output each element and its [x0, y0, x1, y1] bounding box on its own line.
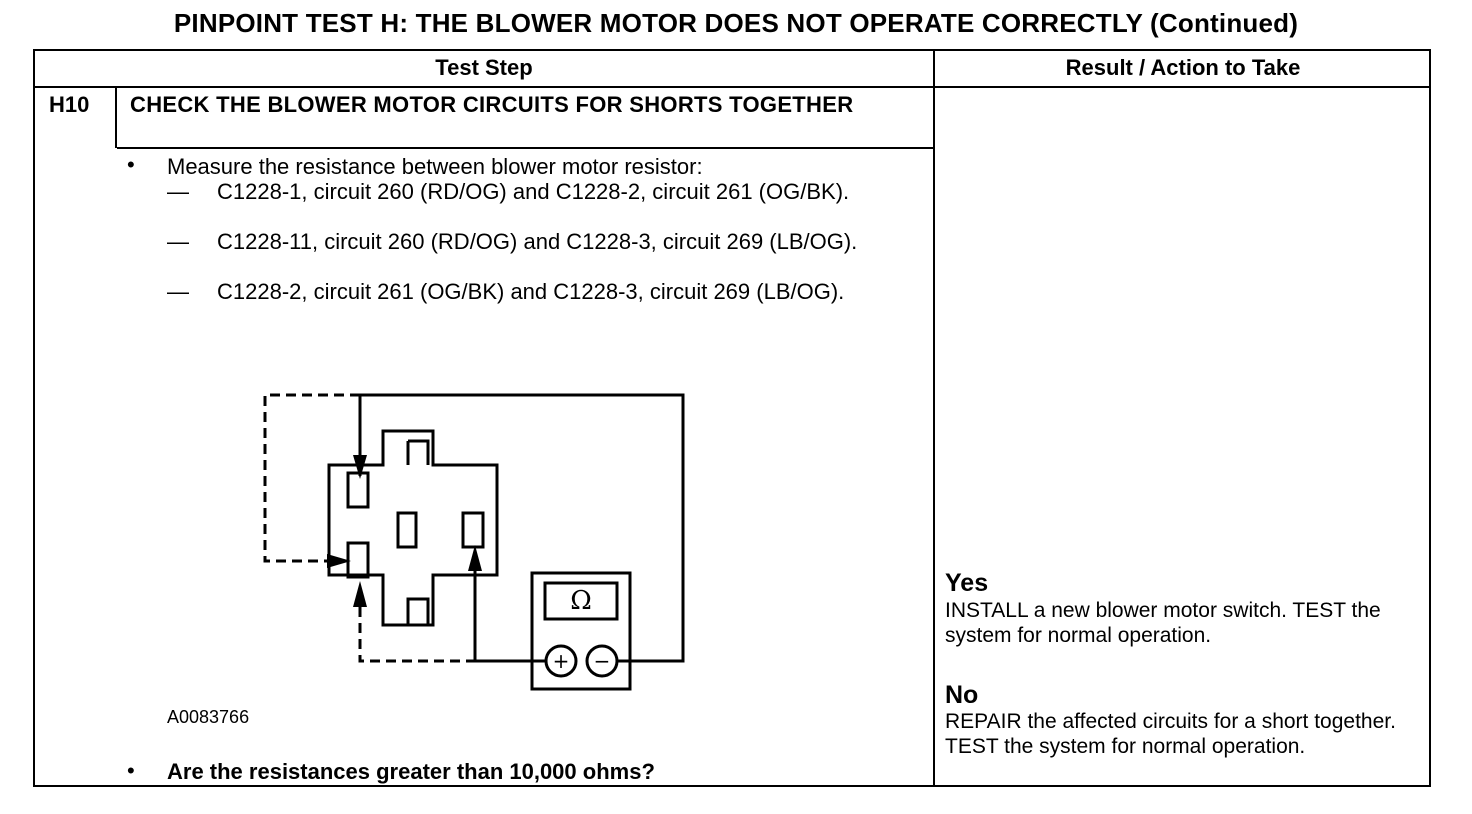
header-divider	[35, 86, 1431, 88]
result-no-label: No	[945, 681, 979, 709]
probe-arrow-icon	[327, 554, 351, 568]
connector-terminal	[396, 511, 418, 549]
ohmmeter-body	[530, 571, 632, 691]
connector-terminal	[461, 511, 485, 549]
measurement-item: C1228-2, circuit 261 (OG/BK) and C1228-3…	[217, 279, 845, 304]
dash-icon: —	[167, 279, 189, 304]
measurement-item: C1228-1, circuit 260 (RD/OG) and C1228-2…	[217, 179, 850, 204]
probe-arrow-icon	[468, 545, 482, 571]
step-title-divider	[117, 147, 933, 149]
result-yes-label: Yes	[945, 569, 989, 597]
column-header-result: Result / Action to Take	[1065, 55, 1301, 80]
pinpoint-test-table: Test Step Result / Action to Take H10 CH…	[33, 49, 1431, 787]
probe-lead-solid	[473, 551, 546, 663]
step-id-cell: H10	[35, 88, 117, 148]
probe-lead-solid	[358, 393, 685, 663]
measurement-item: C1228-11, circuit 260 (RD/OG) and C1228-…	[217, 229, 858, 254]
probe-arrow-icon	[353, 581, 367, 607]
ohmmeter-connection-diagram: Ω + −	[263, 393, 685, 691]
connector-terminal	[406, 439, 430, 465]
connector-terminal	[346, 471, 370, 509]
column-header-test-step: Test Step	[435, 55, 533, 80]
instruction-text: Measure the resistance between blower mo…	[167, 154, 703, 179]
figure-id: A0083766	[167, 707, 250, 727]
connector-outline	[327, 429, 499, 627]
connector-terminal	[346, 541, 370, 579]
step-title: CHECK THE BLOWER MOTOR CIRCUITS FOR SHOR…	[130, 92, 854, 117]
result-yes-text: INSTALL a new blower motor switch. TEST …	[945, 599, 1381, 647]
probe-arrow-icon	[353, 455, 367, 479]
column-divider	[933, 51, 935, 787]
page-title: PINPOINT TEST H: THE BLOWER MOTOR DOES N…	[173, 8, 1299, 38]
result-no-text: REPAIR the affected circuits for a short…	[945, 710, 1396, 758]
probe-lead-dashed	[263, 393, 360, 563]
step-id: H10	[49, 92, 90, 117]
ohm-symbol: Ω	[570, 586, 592, 616]
probe-lead-dashed	[358, 591, 475, 663]
dash-icon: —	[167, 179, 189, 204]
ohmmeter-display	[543, 581, 619, 621]
minus-sign: −	[594, 649, 611, 673]
bullet-icon: •	[127, 758, 135, 783]
test-question: Are the resistances greater than 10,000 …	[167, 759, 655, 784]
connector-terminal	[406, 597, 430, 625]
bullet-icon: •	[127, 152, 135, 177]
plus-sign: +	[553, 649, 570, 673]
dash-icon: —	[167, 229, 189, 254]
